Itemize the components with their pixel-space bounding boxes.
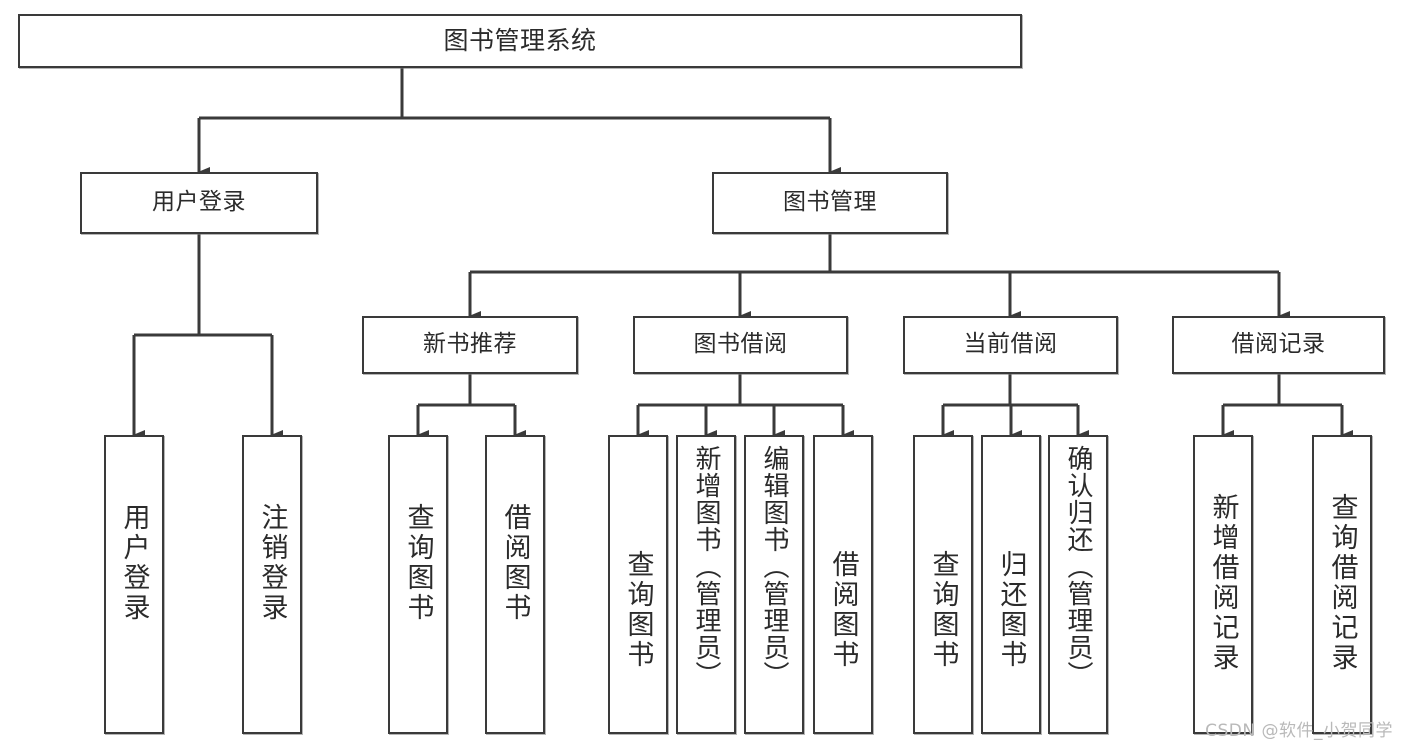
node-label: 确认归还（管理员）: [1063, 445, 1093, 688]
node-leaf-0[interactable]: 用户登录: [104, 435, 164, 734]
node-label: 用户登录: [152, 189, 246, 216]
node-label: 归还图书: [995, 550, 1027, 670]
node-level3-1[interactable]: 图书借阅: [633, 316, 848, 374]
node-label: 借阅图书: [499, 503, 531, 623]
node-label: 查询图书: [927, 550, 959, 670]
node-level3-0[interactable]: 新书推荐: [362, 316, 578, 374]
node-label: 新增图书（管理员）: [691, 445, 721, 688]
node-leaf-2[interactable]: 查询图书: [388, 435, 448, 734]
node-label: 新书推荐: [423, 331, 517, 358]
node-leaf-4[interactable]: 查询图书: [608, 435, 668, 734]
node-level3-3[interactable]: 借阅记录: [1172, 316, 1385, 374]
node-label: 查询借阅记录: [1326, 493, 1358, 673]
node-leaf-6[interactable]: 编辑图书（管理员）: [744, 435, 804, 734]
node-leaf-5[interactable]: 新增图书（管理员）: [676, 435, 736, 734]
node-leaf-8[interactable]: 查询图书: [913, 435, 973, 734]
node-leaf-11[interactable]: 新增借阅记录: [1193, 435, 1253, 734]
node-label: 图书借阅: [693, 331, 788, 358]
node-leaf-3[interactable]: 借阅图书: [485, 435, 545, 734]
node-leaf-10[interactable]: 确认归还（管理员）: [1048, 435, 1108, 734]
node-leaf-9[interactable]: 归还图书: [981, 435, 1041, 734]
node-label: 图书管理: [783, 189, 877, 216]
node-level3-2[interactable]: 当前借阅: [903, 316, 1118, 374]
node-leaf-1[interactable]: 注销登录: [242, 435, 302, 734]
node-label: 查询图书: [622, 550, 654, 670]
node-level2-1[interactable]: 图书管理: [712, 172, 948, 234]
node-label: 注销登录: [256, 503, 288, 623]
node-label: 新增借阅记录: [1207, 493, 1239, 673]
node-label: 当前借阅: [963, 331, 1058, 358]
node-root[interactable]: 图书管理系统: [18, 14, 1022, 68]
node-level2-0[interactable]: 用户登录: [80, 172, 318, 234]
node-label: 借阅记录: [1231, 331, 1326, 358]
node-label: 借阅图书: [827, 550, 859, 670]
node-label: 编辑图书（管理员）: [759, 445, 789, 688]
node-label: 查询图书: [402, 503, 434, 623]
node-label: 图书管理系统: [443, 26, 597, 55]
node-leaf-7[interactable]: 借阅图书: [813, 435, 873, 734]
node-leaf-12[interactable]: 查询借阅记录: [1312, 435, 1372, 734]
node-label: 用户登录: [118, 503, 150, 623]
